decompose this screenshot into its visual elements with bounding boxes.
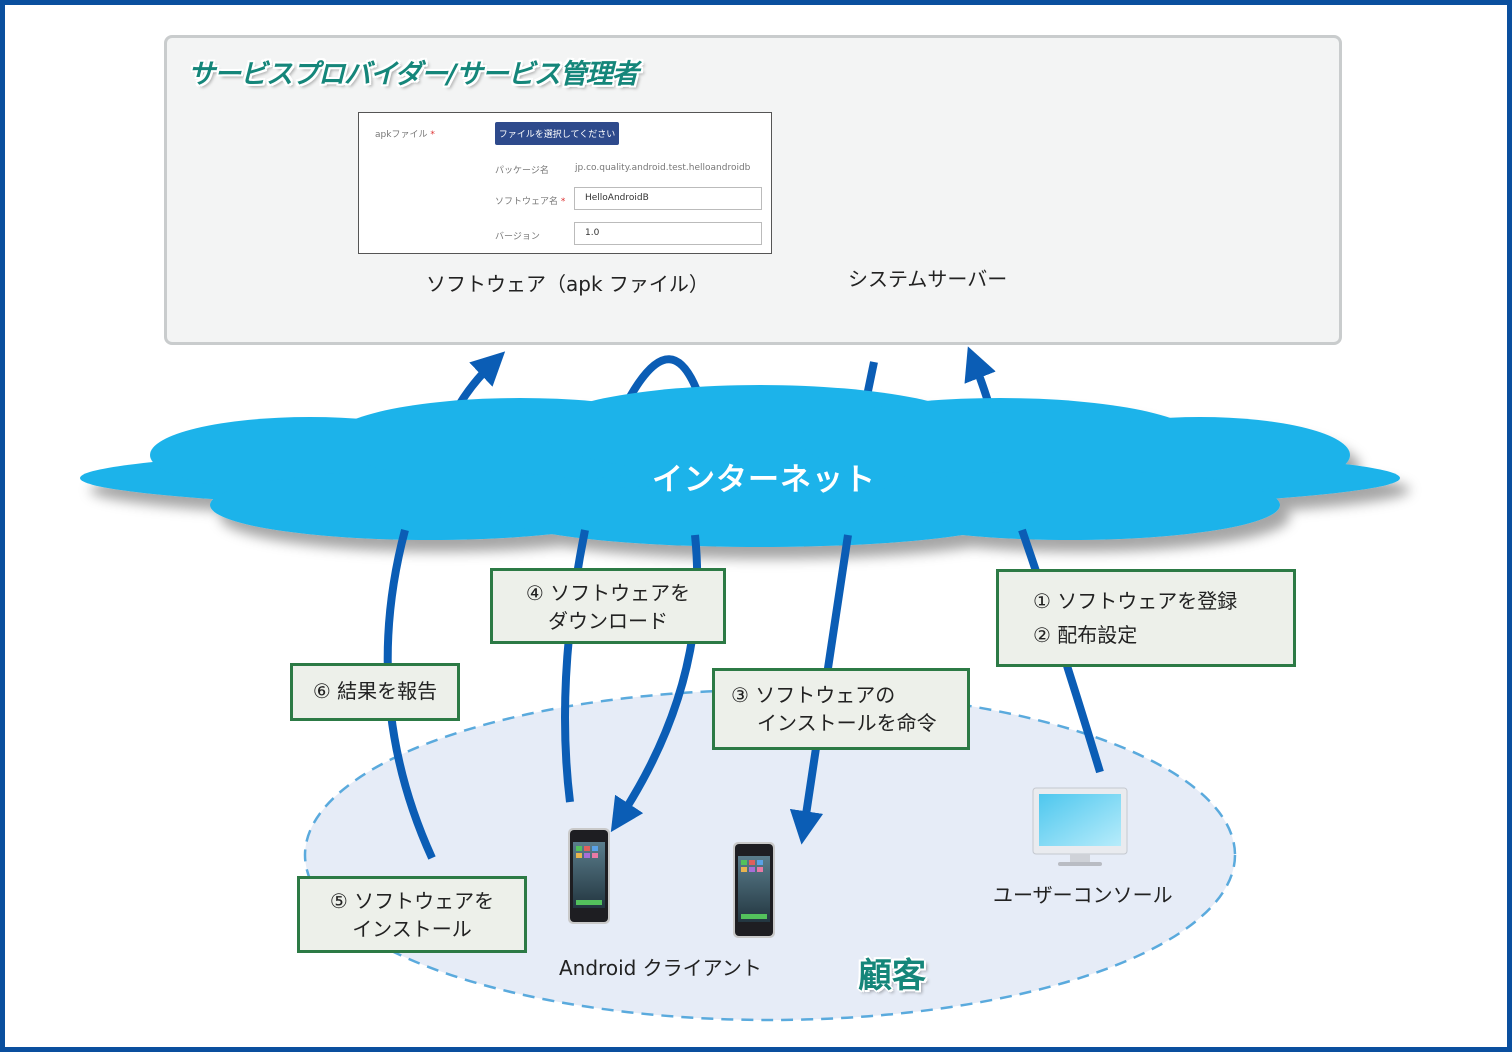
internet-cloud — [80, 385, 1400, 547]
step-box-report: ⑥ 結果を報告 — [290, 663, 460, 721]
arrow-download-up — [561, 529, 589, 803]
software-name-label-text: ソフトウェア名 — [495, 197, 559, 207]
apk-file-label: apkファイル * — [375, 127, 435, 140]
internet-label: インターネット — [652, 462, 876, 498]
system-server-caption: システムサーバー — [848, 267, 1008, 291]
software-apk-caption: ソフトウェア（apk ファイル） — [426, 272, 709, 296]
step-4-line2: ダウンロード — [548, 609, 668, 633]
software-name-field[interactable]: HelloAndroidB — [574, 187, 762, 210]
version-label: バージョン — [495, 232, 540, 242]
smartphone-icon — [733, 842, 775, 938]
apk-form-panel: apkファイル * ファイルを選択してください パッケージ名 jp.co.qua… — [358, 112, 772, 254]
step-4-line1: ④ ソフトウェアを — [525, 581, 691, 605]
step-box-install-command: ③ ソフトウェアの インストールを命令 — [712, 668, 970, 750]
smartphone-icon — [568, 828, 610, 924]
required-mark: * — [560, 197, 566, 207]
android-client-caption: Android クライアント — [559, 956, 762, 980]
monitor-icon — [1032, 787, 1128, 866]
step-box-register: ① ソフトウェアを登録 ② 配布設定 — [996, 569, 1296, 667]
user-console-caption: ユーザーコンソール — [993, 883, 1173, 907]
package-value: jp.co.quality.android.test.helloandroidb — [575, 163, 751, 173]
step-5-line1: ⑤ ソフトウェアを — [329, 889, 495, 913]
version-field[interactable]: 1.0 — [574, 222, 762, 245]
step-2-text: ② 配布設定 — [1033, 623, 1138, 647]
provider-title: サービスプロバイダー/サービス管理者 — [188, 59, 639, 90]
required-mark: * — [430, 130, 435, 140]
step-1-text: ① ソフトウェアを登録 — [1033, 589, 1238, 613]
step-3-line2: インストールを命令 — [757, 711, 937, 735]
customer-label: 顧客 — [858, 956, 926, 996]
step-6-text: ⑥ 結果を報告 — [312, 679, 438, 703]
step-box-install: ⑤ ソフトウェアを インストール — [297, 876, 527, 953]
choose-file-button[interactable]: ファイルを選択してください — [495, 122, 619, 145]
software-name-label: ソフトウェア名 * — [495, 194, 565, 207]
step-5-line2: インストール — [352, 917, 472, 941]
step-box-download: ④ ソフトウェアを ダウンロード — [490, 568, 726, 644]
package-label: パッケージ名 — [495, 166, 549, 176]
step-3-line1: ③ ソフトウェアの — [731, 683, 896, 707]
apk-file-label-text: apkファイル — [375, 130, 428, 140]
